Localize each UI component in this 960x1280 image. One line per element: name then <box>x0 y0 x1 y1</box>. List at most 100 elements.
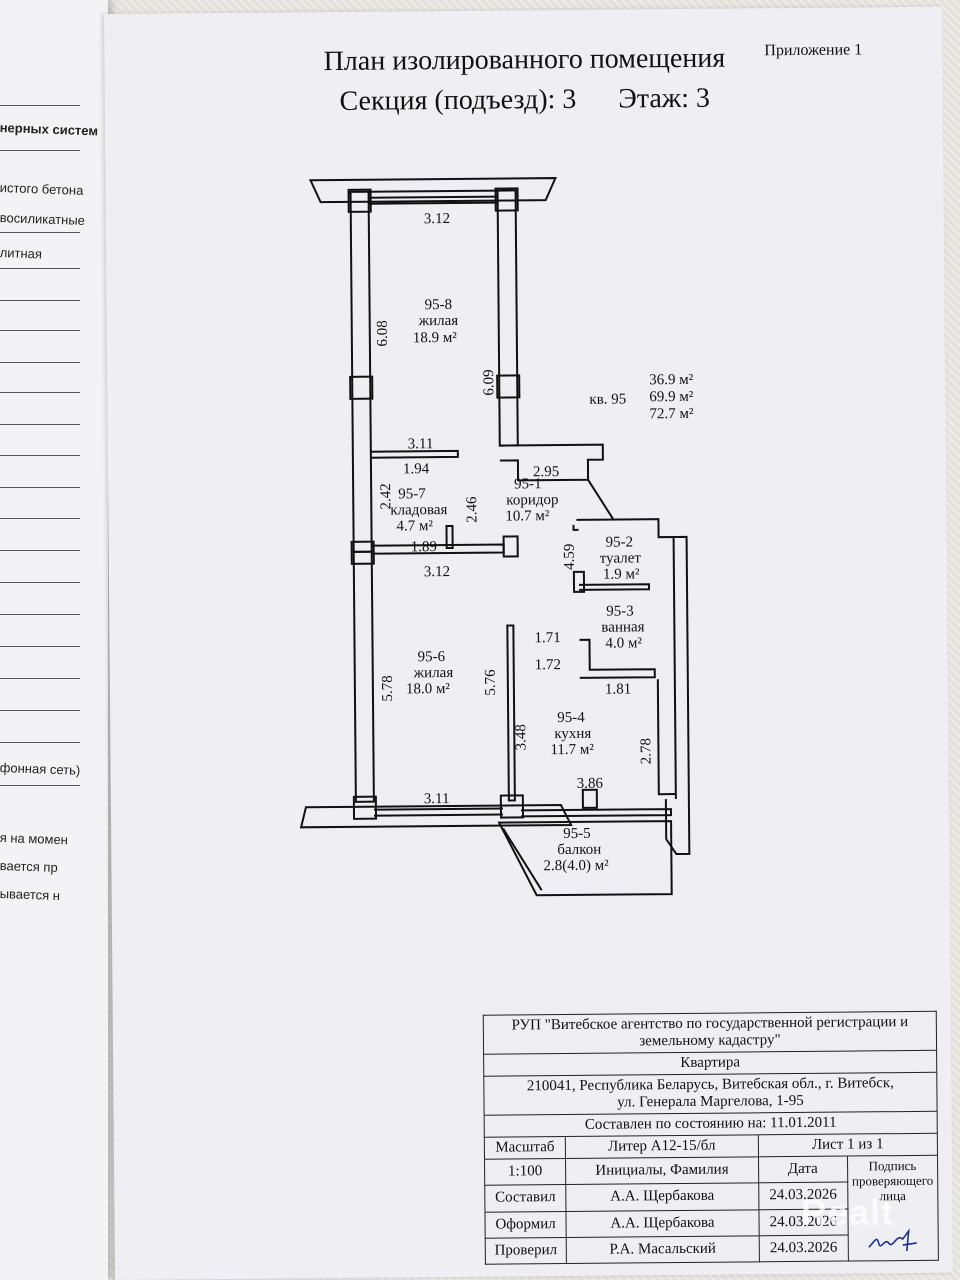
apartment-area-full: 72.7 м² <box>649 406 694 422</box>
window-top-line3 <box>368 201 498 205</box>
dim-kitchen-right: 2.78 <box>638 738 654 764</box>
room-95-1-name: коридор <box>506 492 558 508</box>
room-95-1-area: 10.7 м² <box>505 508 550 524</box>
dim-bottom-width: 3.11 <box>424 791 450 807</box>
room-labels: 95-8 жилая 18.9 м² 95-7 кладовая 4.7 м² … <box>390 297 694 875</box>
stamp-row-role: Оформил <box>484 1211 567 1238</box>
under-text-4: литная <box>0 245 43 262</box>
walls <box>299 177 691 897</box>
dim-storage-bottom: 1.89 <box>411 539 437 555</box>
room-95-5-number: 95-5 <box>563 826 591 842</box>
stamp-org-line1: РУП "Витебское агентство по государствен… <box>511 1014 909 1034</box>
room-95-7-area: 4.7 м² <box>396 518 433 534</box>
dim-storage-right: 2.46 <box>464 496 480 523</box>
pier-tr <box>494 187 519 212</box>
under-text-6: я на момен <box>0 830 69 848</box>
dim-corridor-top: 2.95 <box>533 464 559 480</box>
window-bottom-line2 <box>373 813 504 817</box>
room-95-4-area: 11.7 м² <box>550 742 594 758</box>
stamp-date-header: Дата <box>758 1156 848 1184</box>
under-text-8: ывается н <box>0 886 61 904</box>
signature-scribble <box>868 1228 918 1252</box>
stamp-organization: РУП "Витебское агентство по государствен… <box>483 1011 937 1055</box>
kitchen-door-block <box>581 788 598 809</box>
room-95-2-name: туалет <box>600 550 642 566</box>
under-text-1: нерных систем <box>0 120 99 139</box>
room-95-5-area: 2.8(4.0) м² <box>543 858 609 875</box>
balcony-inner <box>502 828 543 891</box>
room-95-3-area: 4.0 м² <box>605 635 642 651</box>
stamp-sheet: Лист 1 из 1 <box>758 1133 938 1157</box>
dim-left-bottom: 5.78 <box>380 675 396 701</box>
storage-top-wall <box>370 449 459 459</box>
stamp-scale-label: Масштаб <box>484 1136 566 1160</box>
stamp-scale-value: 1:100 <box>484 1158 566 1186</box>
room-95-2-number: 95-2 <box>606 534 634 550</box>
room-95-6-number: 95-6 <box>418 649 446 665</box>
room-95-3-number: 95-3 <box>606 603 634 619</box>
under-text-2: истого бетона <box>0 180 84 198</box>
stamp-row-name: Р.А. Масальский <box>566 1235 760 1264</box>
dim-right-top: 6.09 <box>481 369 497 395</box>
door-swing <box>587 479 615 521</box>
corridor-notch <box>499 443 604 482</box>
dim-left-top: 6.08 <box>375 320 391 346</box>
bath-kitchen-wall <box>579 638 656 679</box>
room-95-1-number: 95-1 <box>514 476 542 492</box>
under-text-5: фонная сеть) <box>0 760 81 778</box>
top-window-sill <box>308 177 557 204</box>
room-95-7-name: кладовая <box>390 502 447 518</box>
room-95-8-area: 18.9 м² <box>413 330 458 346</box>
stamp-address-line1: 210041, Республика Беларусь, Витебская о… <box>526 1075 894 1095</box>
dim-kitchen-top: 1.81 <box>605 681 631 697</box>
under-text-3: восиликатные <box>0 210 86 228</box>
dim-storage-top: 3.11 <box>408 436 434 452</box>
dim-toilet-left: 4.59 <box>562 544 578 570</box>
window-top-line1 <box>368 189 498 193</box>
toilet-bottom <box>578 583 651 591</box>
room-95-6-area: 18.0 м² <box>406 681 451 697</box>
room-95-4-number: 95-4 <box>557 710 585 726</box>
stamp-address: 210041, Республика Беларусь, Витебская о… <box>483 1072 938 1116</box>
underlying-document-page: нерных систем истого бетона восиликатные… <box>0 0 108 1280</box>
storage-bottom-wall <box>371 543 505 555</box>
title-block-stamp: РУП "Витебское агентство по государствен… <box>483 1011 939 1265</box>
dim-bath-bottom: 1.72 <box>535 657 561 673</box>
apartment-area-living: 36.9 м² <box>649 372 694 388</box>
dimensions: 3.12 6.08 6.09 3.11 1.94 2.42 2.46 2.95 … <box>375 211 655 807</box>
stamp-row-name: А.А. Щербакова <box>565 1209 759 1238</box>
room-95-3-name: ванная <box>601 619 644 635</box>
dim-storage-inner: 1.94 <box>403 461 430 477</box>
room-95-8-number: 95-8 <box>424 297 452 313</box>
stamp-row-role: Проверил <box>485 1237 567 1265</box>
wall-right-top <box>496 189 519 447</box>
bath-wall <box>576 518 677 800</box>
pier-ml <box>349 375 374 400</box>
window-bottom-line1 <box>373 807 503 811</box>
stamp-row-name: А.А. Щербакова <box>565 1183 759 1212</box>
floor-plan-drawing: 3.12 6.08 6.09 3.11 1.94 2.42 2.46 2.95 … <box>299 177 694 897</box>
dim-storage-left: 2.42 <box>378 483 394 509</box>
stamp-address-line2: ул. Генерала Маргелова, 1-95 <box>617 1092 804 1111</box>
kitchen-right <box>656 679 676 796</box>
right-outer-wall <box>664 535 691 856</box>
bath-block <box>572 570 586 593</box>
stamp-liter: Литер А12-15/бл <box>565 1134 759 1159</box>
wall-left-bottom <box>352 550 375 803</box>
floor-plan-page: План изолированного помещения Секция (по… <box>104 6 954 1280</box>
stamp-org-line2: земельному кадастру" <box>639 1032 781 1050</box>
apartment-area-total: 69.9 м² <box>649 389 694 405</box>
dim-kitchen-bottom: 3.86 <box>577 776 604 792</box>
storage-divider <box>445 524 454 550</box>
dim-mid-width: 3.12 <box>424 564 450 580</box>
window-top-line2 <box>368 195 498 199</box>
room-95-7-number: 95-7 <box>398 486 426 502</box>
pier-br <box>499 794 525 819</box>
wall-room6-right <box>506 624 516 802</box>
pier-bl <box>352 795 378 820</box>
pier-tl <box>347 188 372 213</box>
apartment-label: кв. 95 <box>589 391 626 407</box>
stamp-initials-header: Инициалы, Фамилия <box>565 1156 759 1185</box>
realt-watermark: Realt <box>800 1192 894 1233</box>
room-95-6-name: жилая <box>413 665 454 681</box>
